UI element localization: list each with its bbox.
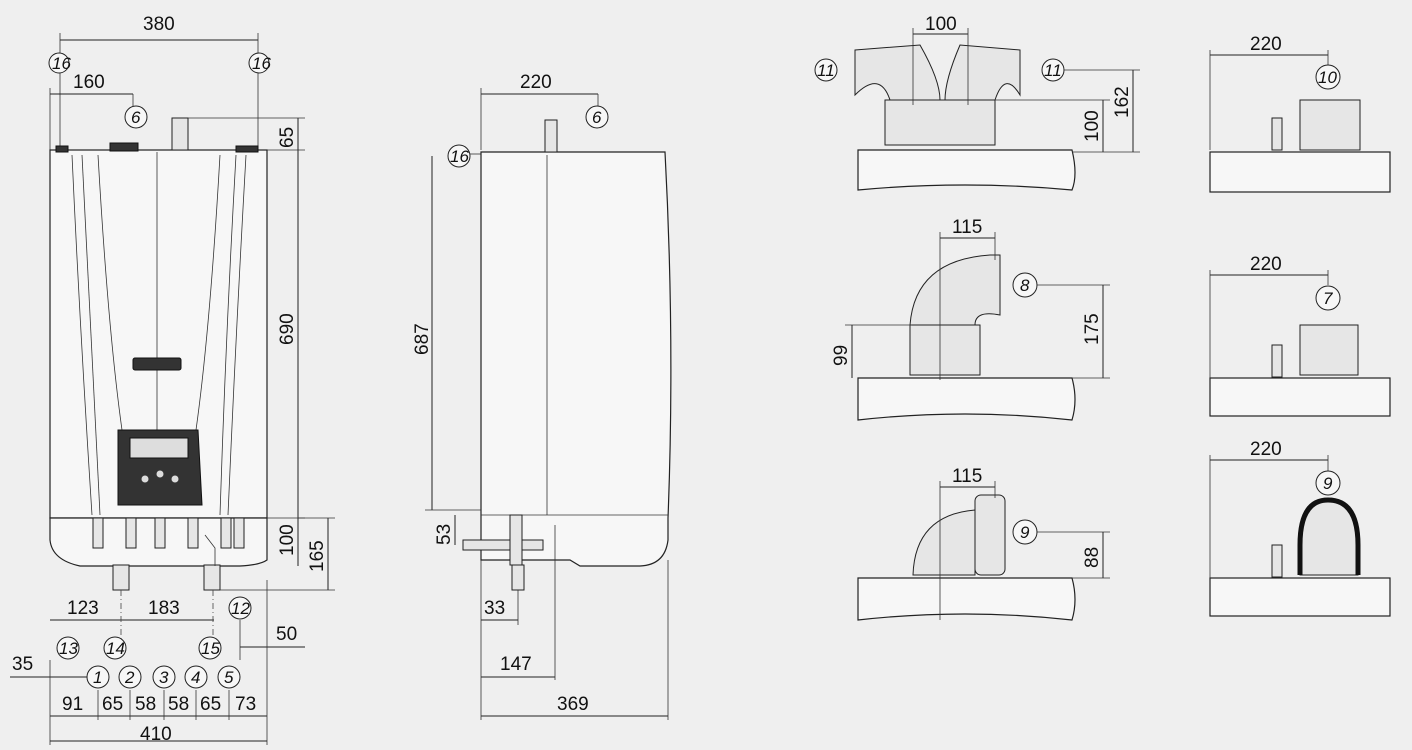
right-top-marker-10: 10 [1318,68,1337,87]
dim-183: 183 [148,598,180,619]
concentric-marker-9: 9 [1020,523,1030,542]
side-dim-220: 220 [520,72,552,93]
marker-15-circle [198,636,222,660]
marker-6-circle [124,105,148,129]
marker-16-left-circle [48,52,70,74]
dim-65b: 65 [200,694,221,715]
side-dim-369: 369 [557,694,589,715]
side-marker-6-circle [585,105,609,129]
dim-690: 690 [277,313,298,345]
marker-15: 15 [201,639,220,658]
dim-91: 91 [62,694,83,715]
right-mid-marker-7: 7 [1323,289,1333,308]
twin-dim-162: 162 [1112,86,1133,118]
dim-410: 410 [140,724,172,745]
marker-12: 12 [231,599,250,618]
side-marker-6: 6 [592,108,602,127]
top-fitting [109,142,139,152]
dim-65a: 65 [102,694,123,715]
marker-12-circle [228,596,252,620]
twin-marker-11-left: 11 [817,61,835,80]
dim-160: 160 [73,72,105,93]
concentric-dim-88: 88 [1082,547,1103,568]
flue-right-bottom: 220 9 [1209,439,1391,617]
marker-13-circle [56,636,80,660]
marker-5-circle [217,665,241,689]
dim-123: 123 [67,598,99,619]
side-air-vent [544,119,558,153]
panel-button [156,470,164,478]
flue-right-mid: 220 7 [1209,254,1391,417]
flue-right-top: 220 10 [1209,34,1391,193]
marker-14-circle [103,636,127,660]
side-marker-16: 16 [450,147,469,166]
twin-marker-11-right: 11 [1044,61,1062,80]
twin-dim-100-top: 100 [925,14,957,35]
marker-3: 3 [159,668,169,687]
dim-50: 50 [276,624,297,645]
dim-58b: 58 [168,694,189,715]
marker-2: 2 [124,668,135,687]
marker-2-circle [118,665,142,689]
marker-16-left: 16 [52,54,71,73]
twin-dim-100-side: 100 [1082,110,1103,142]
connection-pipes [92,517,245,591]
elbow-dim-99: 99 [831,345,852,366]
dim-65: 65 [277,127,298,148]
marker-1: 1 [93,668,102,687]
marker-4-circle [184,665,208,689]
marker-14: 14 [106,639,125,658]
dim-73: 73 [235,694,256,715]
marker-16-right-circle [248,52,270,74]
panel-button [171,475,179,483]
side-dim-687: 687 [412,323,433,355]
front-view: 380 16 16 160 6 [10,14,335,745]
dim-380: 380 [143,14,175,35]
marker-6: 6 [131,108,141,127]
right-mid-dim-220: 220 [1250,254,1282,275]
right-bottom-dim-220: 220 [1250,439,1282,460]
dim-100: 100 [277,524,298,556]
marker-13: 13 [59,639,78,658]
panel-button [141,475,149,483]
side-dim-53: 53 [434,524,455,545]
elbow-dim-115: 115 [952,217,982,238]
side-pipe [462,539,544,551]
marker-16-right: 16 [252,54,271,73]
marker-1-circle [86,665,110,689]
right-bottom-marker-9: 9 [1323,474,1333,493]
dim-58a: 58 [135,694,156,715]
side-view: 220 6 16 687 53 33 147 369 [412,72,672,720]
right-top-dim-220: 220 [1250,34,1282,55]
concentric-dim-115: 115 [952,466,982,487]
marker-5: 5 [224,668,234,687]
boiler-side-body [480,151,672,567]
marker-3-circle [152,665,176,689]
side-dim-147: 147 [500,654,532,675]
marker-4: 4 [191,668,200,687]
air-vent [171,117,189,151]
side-marker-16-circle [447,144,471,168]
dim-165: 165 [307,540,328,572]
dim-35: 35 [12,654,33,675]
flue-twin: 100 11 11 162 100 [814,14,1140,191]
flue-elbow-concentric: 115 9 88 [857,466,1110,621]
side-dim-33: 33 [484,598,505,619]
display-screen [129,437,189,459]
brand-logo [132,357,182,371]
elbow-dim-175: 175 [1082,313,1103,345]
elbow-marker-8: 8 [1020,276,1030,295]
flue-elbow-vertical: 115 8 175 99 [831,217,1110,421]
